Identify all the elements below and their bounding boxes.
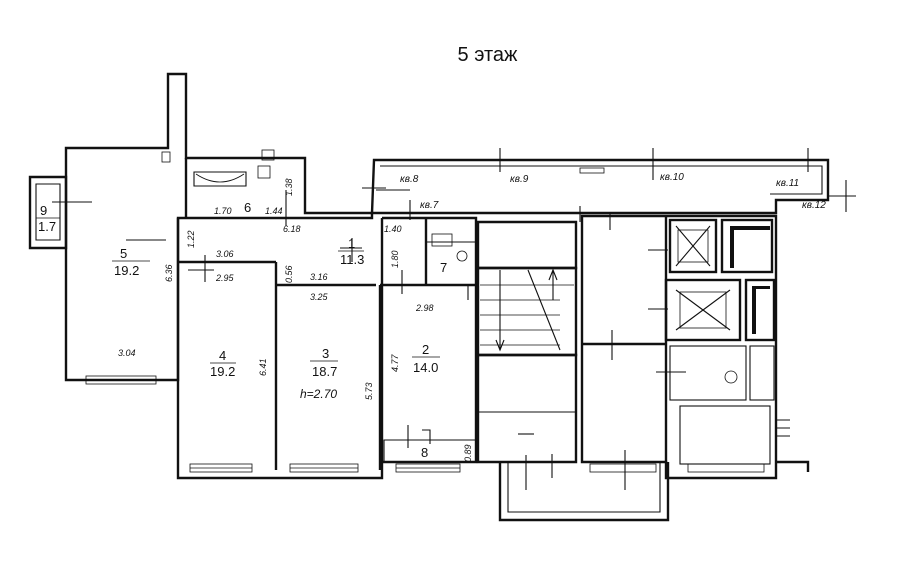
- dim-3-06: 3.06: [216, 249, 234, 259]
- room-4-area: 19.2: [210, 364, 235, 379]
- room-8-number: 8: [421, 445, 428, 460]
- room-2-number: 2: [422, 342, 429, 357]
- ceiling-height: h=2.70: [300, 387, 337, 401]
- dim-3-04: 3.04: [118, 348, 136, 358]
- room-5-area: 19.2: [114, 263, 139, 278]
- room-2-area: 14.0: [413, 360, 438, 375]
- apartment-label-9: кв.9: [510, 174, 529, 185]
- dimension-labels: 1.70 1.44 1.38 6.18 1.40 1.22 3.06 6.36 …: [118, 178, 473, 462]
- apartment-labels: кв.7 кв.8 кв.9 кв.10 кв.11 кв.12: [400, 172, 826, 211]
- apartment-label-12: кв.12: [802, 200, 826, 211]
- dim-1-70: 1.70: [214, 206, 232, 216]
- room-9-number: 9: [40, 203, 47, 218]
- dim-2-98: 2.98: [415, 303, 434, 313]
- apartment-label-11: кв.11: [776, 178, 799, 189]
- room-7-number: 7: [440, 260, 447, 275]
- room-1-area: 11.3: [340, 252, 364, 267]
- room-9-area: 1.7: [38, 219, 56, 234]
- room-6-number: 6: [244, 200, 251, 215]
- staircase-block: [476, 220, 670, 522]
- interior-walls: [178, 158, 477, 470]
- common-corridor: [370, 148, 856, 215]
- dim-6-41: 6.41: [258, 358, 268, 376]
- exterior-walls: [28, 72, 478, 480]
- room-1-number: 1: [348, 236, 355, 251]
- dim-1-80: 1.80: [390, 250, 400, 268]
- floor-title: 5 этаж: [457, 44, 518, 66]
- apartment-label-7: кв.7: [420, 200, 439, 211]
- dim-3-16: 3.16: [310, 272, 328, 282]
- dim-6-18: 6.18: [283, 224, 301, 234]
- dim-5-73: 5.73: [364, 382, 374, 400]
- dimension-ticks: [52, 187, 553, 490]
- apartment-label-10: кв.10: [660, 172, 684, 183]
- room-labels: 9 1.7 5 19.2 6 1 11.3 7 4 19.2 3 18.7 h=…: [36, 200, 447, 460]
- neighbour-blocks: [579, 206, 810, 490]
- dim-4-77: 4.77: [390, 353, 400, 372]
- dim-1-22: 1.22: [186, 230, 196, 248]
- room-5-number: 5: [120, 246, 127, 261]
- dim-0-89: 0.89: [463, 444, 473, 462]
- windows: [85, 149, 765, 473]
- apartment-label-8: кв.8: [400, 174, 419, 185]
- dim-3-25: 3.25: [310, 292, 329, 302]
- room-3-area: 18.7: [312, 364, 337, 379]
- bathroom-fixtures: [193, 165, 738, 384]
- dim-6-36: 6.36: [164, 264, 174, 282]
- dim-1-38: 1.38: [284, 178, 294, 196]
- dim-2-95: 2.95: [215, 273, 235, 283]
- room-3-number: 3: [322, 346, 329, 361]
- dim-1-44: 1.44: [265, 206, 283, 216]
- dim-0-56: 0.56: [284, 265, 294, 283]
- room-4-number: 4: [219, 348, 226, 363]
- dim-1-40: 1.40: [384, 224, 402, 234]
